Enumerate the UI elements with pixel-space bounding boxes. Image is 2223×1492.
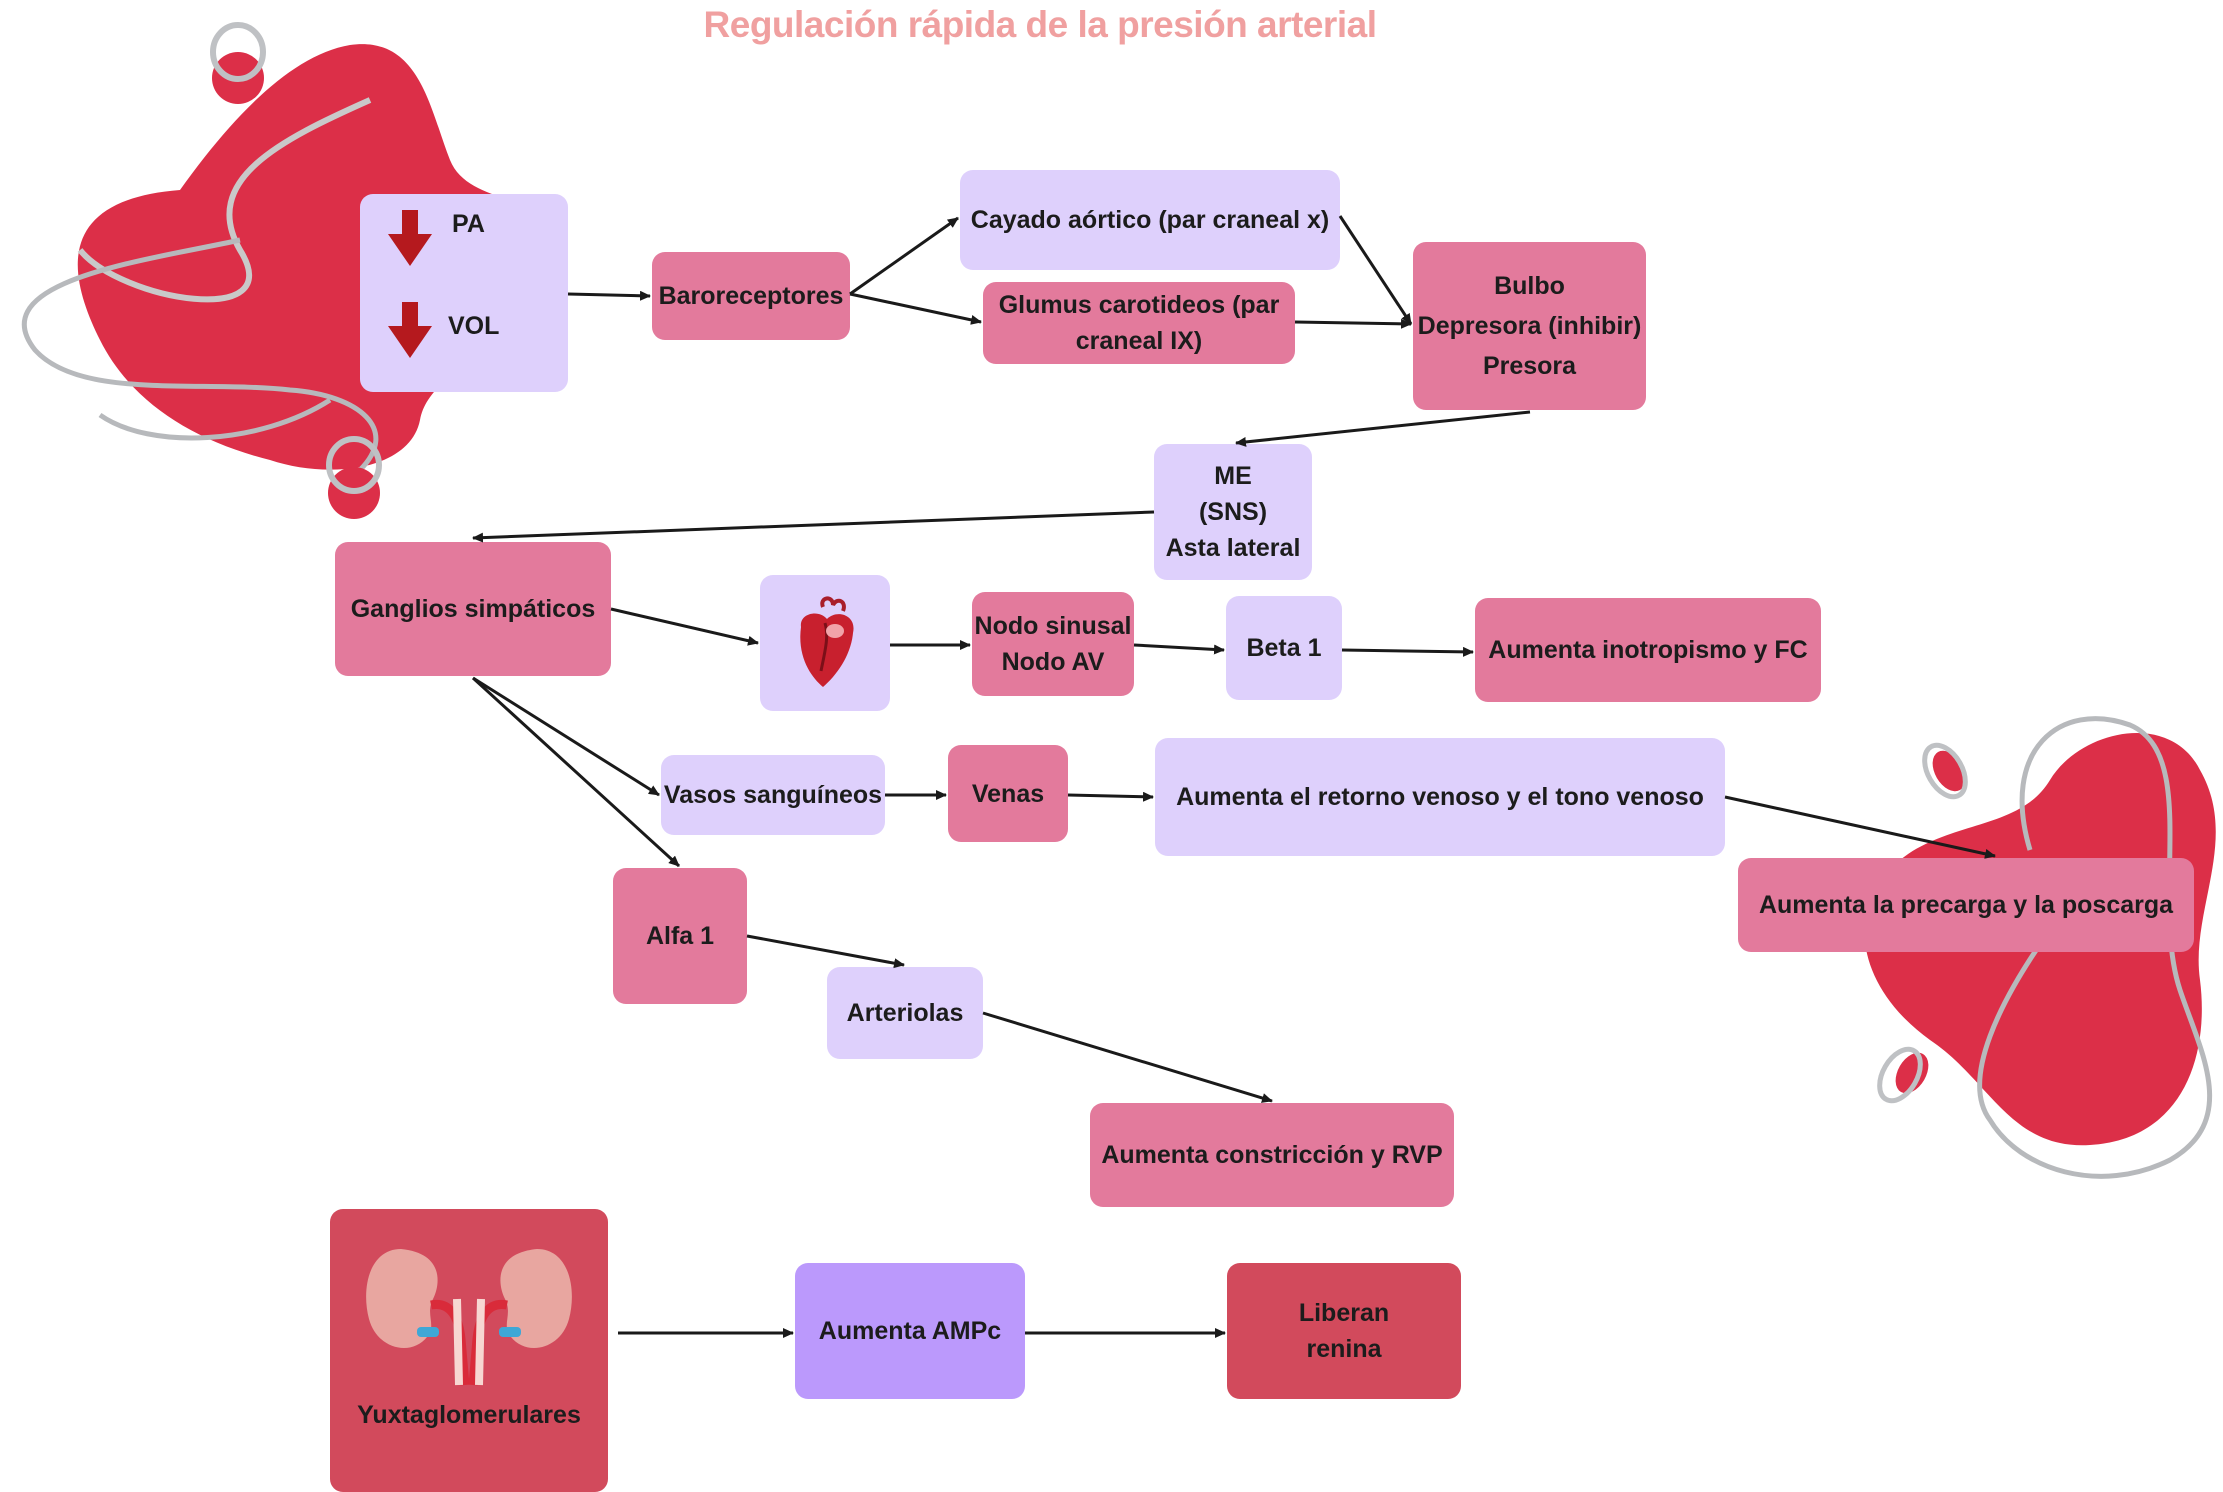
node-label-line2: Nodo AV xyxy=(1001,648,1105,676)
node-label: Aumenta inotropismo y FC xyxy=(1488,636,1808,664)
node-label: Yuxtaglomerulares xyxy=(357,1401,581,1429)
down-arrow-icon xyxy=(388,302,432,358)
node-label: Aumenta AMPc xyxy=(818,1317,1002,1345)
node-label-line1: ME xyxy=(1214,462,1252,490)
node-label: Vasos sanguíneos xyxy=(663,781,883,809)
diagram-title: Regulación rápida de la presión arterial xyxy=(703,4,1377,45)
node-label-line3: Presora xyxy=(1482,352,1577,380)
node-bulbo[interactable]: Bulbo Depresora (inhibir) Presora xyxy=(1413,242,1646,410)
node-arteriolas[interactable]: Arteriolas xyxy=(827,967,983,1059)
node-yuxtaglomerulares[interactable]: Yuxtaglomerulares xyxy=(330,1209,608,1492)
node-label: Aumenta la precarga y la poscarga xyxy=(1758,891,2174,919)
node-label-line2: renina xyxy=(1306,1335,1382,1363)
node-label-line1: Glumus carotideos (par xyxy=(998,291,1280,319)
node-label-line1: Bulbo xyxy=(1494,272,1565,300)
node-label: Alfa 1 xyxy=(645,922,715,950)
node-glomus-carotideos[interactable]: Glumus carotideos (par craneal IX) xyxy=(983,282,1295,364)
node-cayado-aortico[interactable]: Cayado aórtico (par craneal x) xyxy=(960,170,1340,270)
heart-icon xyxy=(800,596,854,687)
pa-label: PA xyxy=(452,210,485,238)
node-aumenta-retorno-venoso[interactable]: Aumenta el retorno venoso y el tono veno… xyxy=(1155,738,1725,856)
node-label-line2: Depresora (inhibir) xyxy=(1417,312,1642,340)
kidneys-icon xyxy=(366,1249,572,1386)
node-label: Beta 1 xyxy=(1246,634,1322,662)
node-label: Venas xyxy=(971,779,1045,808)
vol-label: VOL xyxy=(448,312,500,340)
node-corazon[interactable] xyxy=(760,575,890,711)
node-nodo-sinusal[interactable]: Nodo sinusal Nodo AV xyxy=(972,592,1134,696)
down-arrow-icon xyxy=(388,210,432,266)
node-label: Ganglios simpáticos xyxy=(350,595,596,623)
node-aumenta-ampc[interactable]: Aumenta AMPc xyxy=(795,1263,1025,1399)
node-aumenta-constriccion[interactable]: Aumenta constricción y RVP xyxy=(1090,1103,1454,1207)
node-label-line1: Liberan xyxy=(1298,1299,1390,1327)
node-me-sns[interactable]: ME (SNS) Asta lateral xyxy=(1154,444,1312,580)
node-vasos-sanguineos[interactable]: Vasos sanguíneos xyxy=(661,755,885,835)
node-label: Cayado aórtico (par craneal x) xyxy=(970,206,1330,234)
node-label-line3: Asta lateral xyxy=(1165,534,1301,562)
node-baroreceptores[interactable]: Baroreceptores xyxy=(652,252,850,340)
node-aumenta-precarga[interactable]: Aumenta la precarga y la poscarga xyxy=(1738,858,2194,952)
node-label: Aumenta el retorno venoso y el tono veno… xyxy=(1176,783,1704,811)
node-label-line2: craneal IX) xyxy=(1075,327,1203,355)
node-liberan-renina[interactable]: Liberan renina xyxy=(1227,1263,1461,1399)
node-aumenta-inotropismo[interactable]: Aumenta inotropismo y FC xyxy=(1475,598,1821,702)
node-label-line1: Nodo sinusal xyxy=(974,612,1132,640)
node-label: Baroreceptores xyxy=(658,282,844,310)
node-beta1[interactable]: Beta 1 xyxy=(1226,596,1342,700)
node-label: Aumenta constricción y RVP xyxy=(1101,1141,1443,1169)
node-alfa1[interactable]: Alfa 1 xyxy=(613,868,747,1004)
node-pa-vol[interactable]: PA VOL xyxy=(360,194,568,392)
node-venas[interactable]: Venas xyxy=(948,745,1068,842)
node-label: Arteriolas xyxy=(846,999,964,1027)
node-ganglios-simpaticos[interactable]: Ganglios simpáticos xyxy=(335,542,611,676)
node-label-line2: (SNS) xyxy=(1198,498,1268,526)
